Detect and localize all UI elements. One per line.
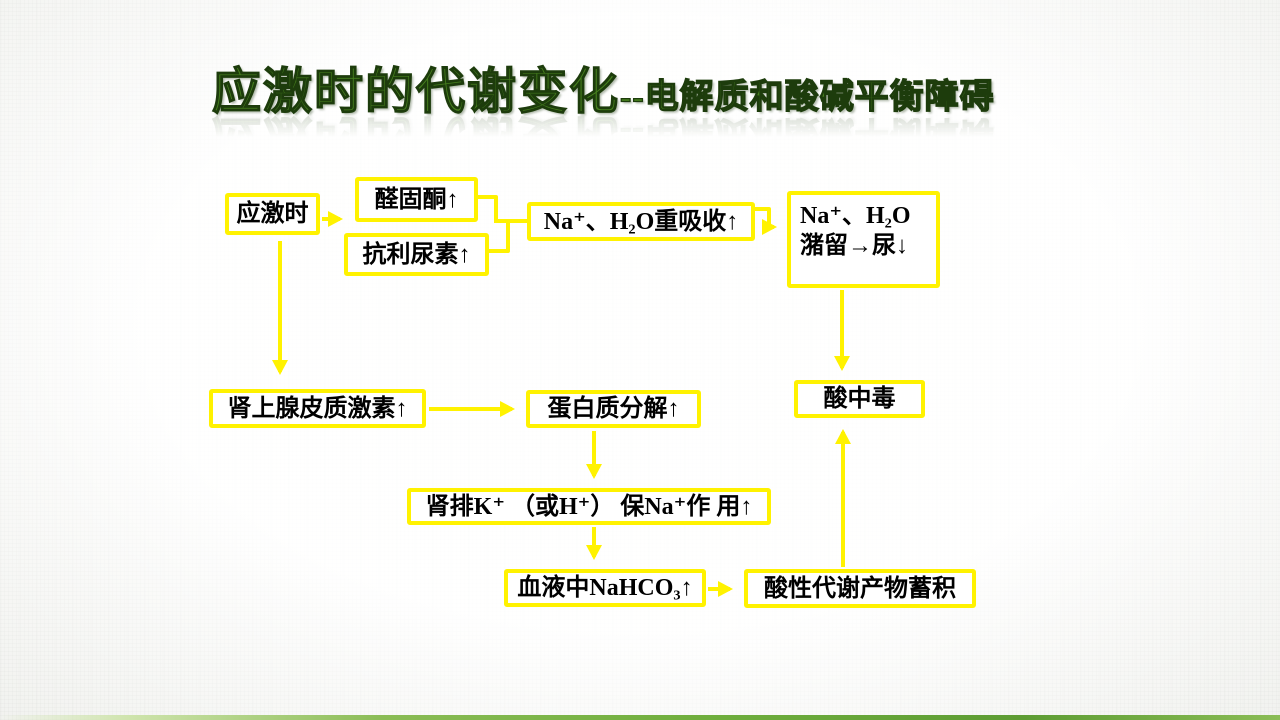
node-na-h2o-retention: Na⁺、H₂O 潴留→尿↓ [787,191,940,288]
node-na-h2o-reabsorption: Na⁺、H₂O重吸收↑ [527,202,755,241]
node-acidosis: 酸中毒 [794,380,925,418]
node-stress: 应激时 [225,193,320,235]
bottom-accent-bar [0,715,1280,720]
node-adrenal-cortex-hormones: 肾上腺皮质激素↑ [209,389,426,428]
node-protein-breakdown: 蛋白质分解↑ [526,390,701,428]
node-antidiuretic-hormone: 抗利尿素↑ [344,233,489,276]
title-main-text: 应激时的代谢变化 [211,63,621,119]
node-acidic-metabolite-accumulation: 酸性代谢产物蓄积 [744,569,976,608]
slide-title: 应激时的代谢变化--电解质和酸碱平衡障碍 [211,52,995,123]
node-renal-k-excretion: 肾排K⁺ （或H⁺） 保Na⁺作 用↑ [407,488,771,525]
connector-adh-bracket [489,221,510,253]
connector-aldosterone-bracket [478,195,498,221]
node-aldosterone: 醛固酮↑ [355,177,478,222]
arrow-reabsorption-to-retention [755,207,777,235]
node-blood-nahco3: 血液中NaHCO₃↑ [504,569,706,607]
title-sub-text: --电解质和酸碱平衡障碍 [619,78,995,116]
